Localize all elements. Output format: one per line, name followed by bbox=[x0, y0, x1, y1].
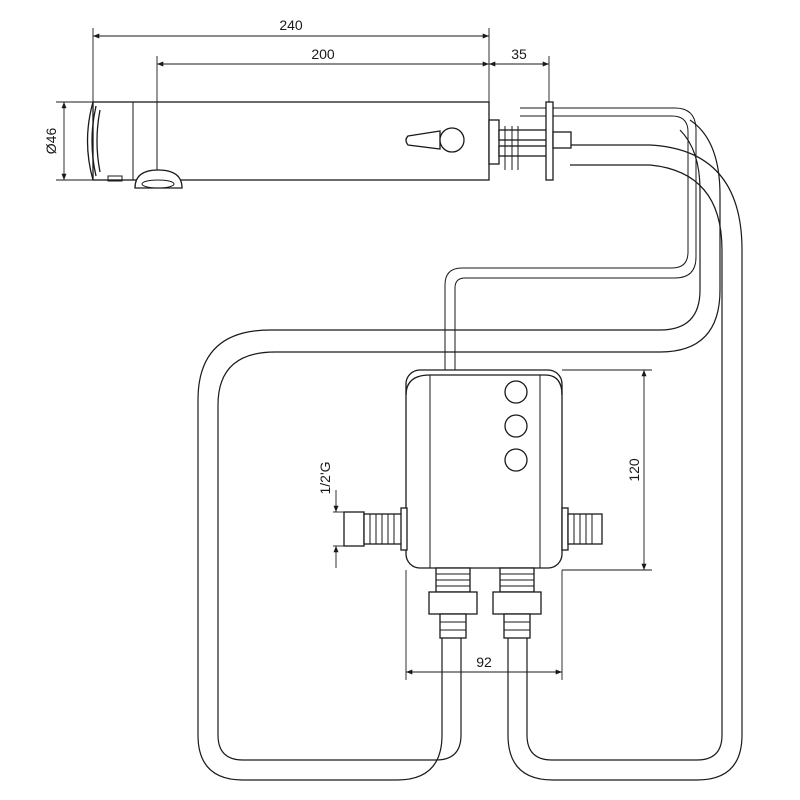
hose-loops bbox=[197, 107, 743, 781]
side-fittings bbox=[343, 507, 603, 551]
right-outlet-stub bbox=[561, 507, 569, 551]
right-hose-outer bbox=[507, 144, 743, 781]
left-inlet-stub bbox=[343, 511, 365, 547]
dim-diameter: Ø46 bbox=[43, 128, 59, 155]
left-hose-inner bbox=[217, 119, 721, 761]
left-hose-outer bbox=[197, 129, 701, 781]
dim-spout-length: 200 bbox=[311, 46, 335, 62]
dim-box-width: 92 bbox=[476, 654, 492, 670]
dim-rear-length: 35 bbox=[511, 46, 527, 62]
dim-inlet-thread: 1/2'G bbox=[317, 461, 333, 494]
box-body bbox=[405, 369, 563, 569]
aerator bbox=[134, 169, 183, 189]
spout-outlet-cap bbox=[86, 101, 94, 181]
right-hose-inner bbox=[526, 164, 723, 761]
sensor-cable-a bbox=[444, 115, 689, 372]
sensor-cable-b bbox=[454, 107, 697, 372]
control-box bbox=[405, 369, 563, 569]
dimension-lines bbox=[56, 28, 652, 680]
box-button-2 bbox=[504, 414, 528, 438]
dim-box-height: 120 bbox=[626, 458, 642, 482]
box-button-3 bbox=[504, 448, 528, 472]
mounting-bracket bbox=[488, 101, 572, 181]
temperature-lever bbox=[405, 127, 465, 153]
spout bbox=[86, 101, 572, 189]
box-button-1 bbox=[504, 380, 528, 404]
bottom-fittings bbox=[428, 567, 542, 639]
dim-overall-length: 240 bbox=[279, 17, 303, 33]
